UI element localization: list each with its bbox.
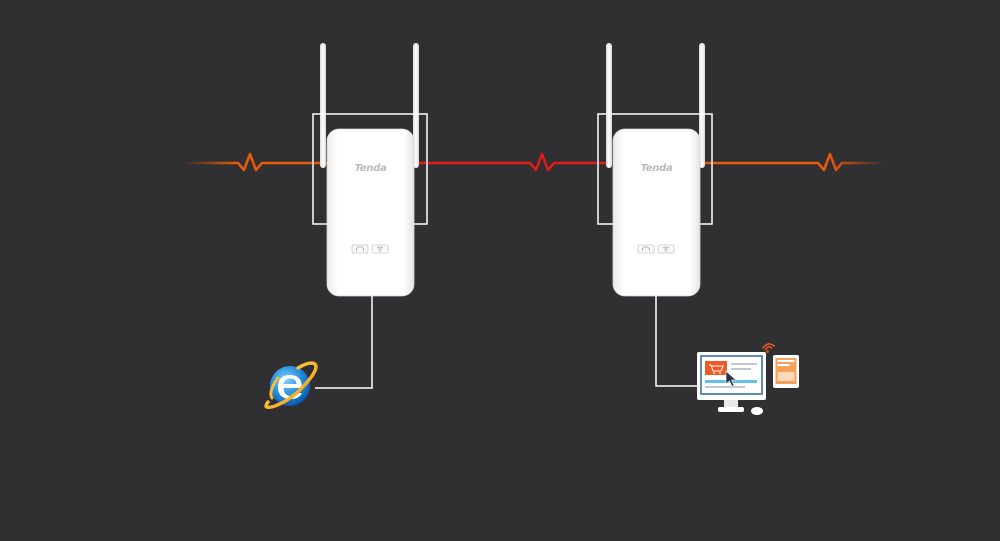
brand-logo: Tenda [641, 163, 673, 174]
ethernet-cable-left [315, 296, 373, 389]
home-led-icon [351, 244, 369, 254]
adapter-body [327, 129, 414, 296]
home-led-icon [637, 244, 655, 254]
powerline-signal-right [700, 152, 885, 172]
ethernet-cable-right [655, 296, 697, 387]
wifi-signal-icon [762, 343, 775, 353]
antenna-icon [320, 43, 326, 168]
powerline-signal-middle [415, 152, 612, 172]
powerline-signal-left [185, 152, 330, 172]
desktop-computer-and-tablet-icon [697, 343, 799, 415]
brand-logo: Tenda [355, 163, 387, 174]
powerline-adapter-right: Tenda [597, 43, 713, 297]
mouse-icon [751, 407, 763, 415]
internet-explorer-icon [264, 361, 318, 410]
antenna-icon [606, 43, 612, 168]
adapter-body [613, 129, 700, 296]
powerline-adapter-left: Tenda [312, 43, 428, 297]
antenna-icon [413, 43, 419, 168]
antenna-icon [699, 43, 705, 168]
